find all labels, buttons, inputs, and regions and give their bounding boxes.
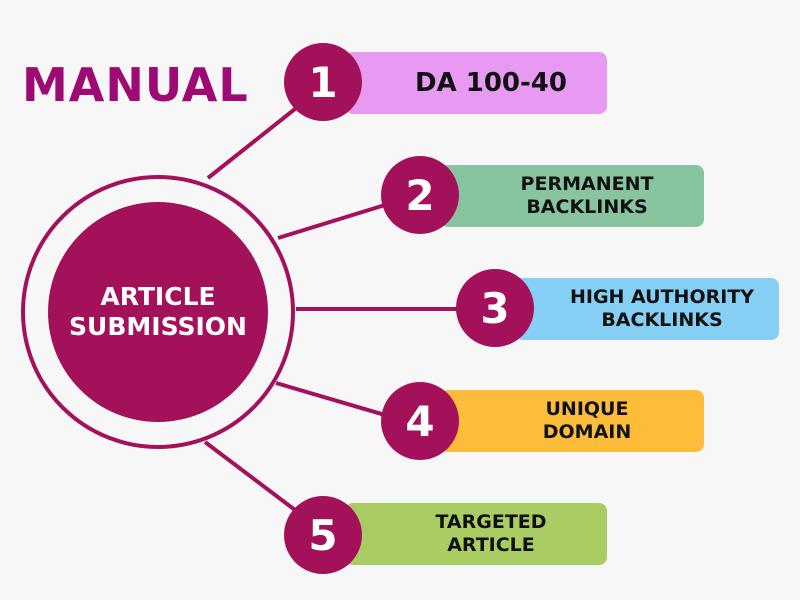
item-label: DOMAIN (542, 421, 632, 443)
center-circle: ARTICLE SUBMISSION (48, 202, 268, 422)
number-badge-1: 1 (284, 43, 362, 121)
center-label-line2: SUBMISSION (69, 312, 247, 341)
center-label-line1: ARTICLE (100, 282, 216, 311)
item-pill-1: DA 100-40 (345, 52, 607, 114)
outer-ring (21, 175, 295, 449)
item-label: BACKLINKS (601, 309, 723, 331)
number-badge-4: 4 (381, 382, 459, 460)
connector-1 (206, 103, 302, 180)
item-label: UNIQUE (545, 398, 629, 420)
item-label: ARTICLE (447, 534, 535, 556)
connector-5 (203, 440, 297, 512)
page-title: MANUAL (22, 58, 249, 112)
connector-2 (277, 203, 386, 240)
item-label: DA 100-40 (414, 67, 567, 98)
number-badge-5: 5 (284, 496, 362, 574)
item-label: BACKLINKS (526, 196, 648, 218)
item-label: HIGH AUTHORITY (569, 286, 755, 308)
number-badge-3: 3 (456, 269, 534, 347)
connector-4 (275, 381, 386, 417)
item-label: TARGETED (435, 511, 547, 533)
number-badge-2: 2 (381, 156, 459, 234)
item-label: PERMANENT (520, 173, 654, 195)
